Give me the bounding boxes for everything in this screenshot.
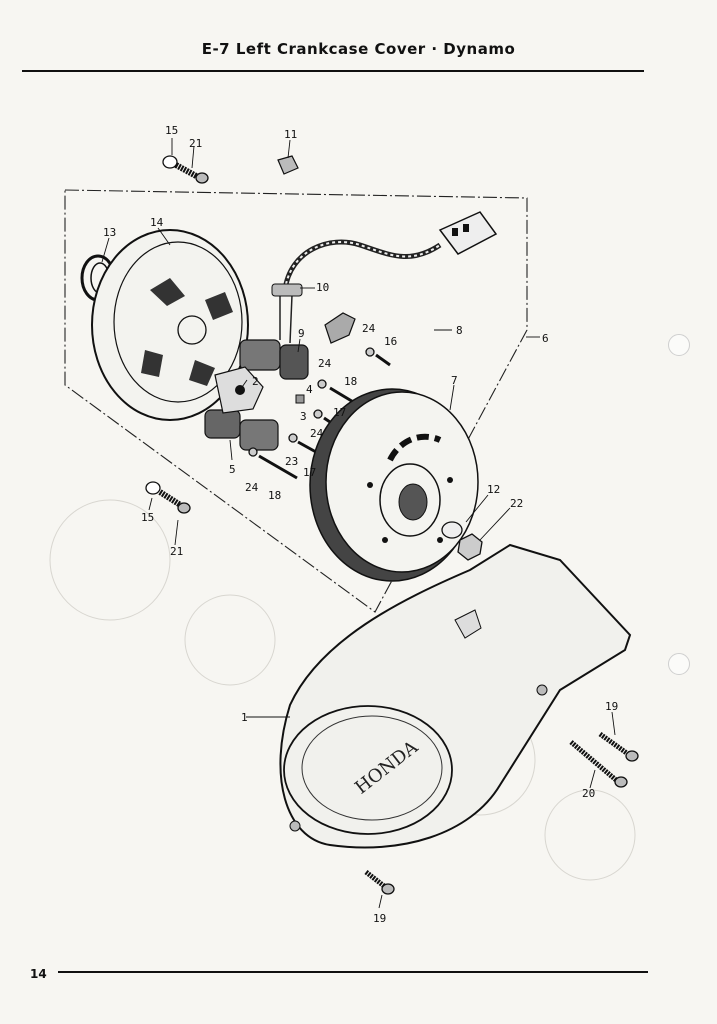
callout-14: 14 [150,216,164,229]
callout-20: 20 [582,787,595,800]
callout-22: 22 [510,497,523,510]
callout-24-a: 24 [362,322,376,335]
callout-12: 12 [487,483,500,496]
callout-24-b: 24 [318,357,332,370]
callout-19-bottom: 19 [373,912,386,925]
callout-10: 10 [316,281,329,294]
callout-15-left: 15 [141,511,154,524]
binder-hole-bottom [668,653,690,675]
page-title: E-7 Left Crankcase Cover · Dynamo [201,40,516,58]
callout-21-top: 21 [189,137,202,150]
leader-lines [101,138,616,909]
callout-24-c: 24 [310,427,324,440]
callout-5: 5 [229,463,236,476]
binder-hole-top [668,334,690,356]
coil-assembly [204,339,309,451]
callout-17-lower: 17 [303,466,316,479]
cover-screw-left [145,481,191,514]
callout-labels: 1 2 3 4 5 6 7 8 9 10 11 12 13 14 15 15 1… [103,124,618,925]
clip-part [277,155,299,175]
page-number: 14 [30,967,47,981]
callout-11: 11 [284,128,297,141]
callout-23: 23 [285,455,298,468]
callout-9: 9 [298,327,305,340]
footer-rule [58,971,648,973]
nut-part [457,533,483,561]
washer-part [441,521,463,539]
callout-7: 7 [451,374,458,387]
stator-base-plate [91,229,249,421]
callout-17-upper: 17 [333,406,346,419]
callout-16: 16 [384,335,397,348]
callout-8: 8 [456,324,463,337]
callout-18-lower: 18 [268,489,281,502]
cover-screw-top [162,155,209,184]
callout-6: 6 [542,332,549,345]
crankcase-cover: HONDA [279,543,632,849]
felt-part [295,394,305,404]
callout-2: 2 [252,375,259,388]
wiring-harness [271,211,498,344]
cover-screws-right [364,731,639,895]
callout-24-d: 24 [245,481,259,494]
callout-3: 3 [300,410,307,423]
callout-13: 13 [103,226,116,239]
callout-1: 1 [241,711,248,724]
breaker-cam-part [324,312,356,344]
callout-19-right: 19 [605,700,618,713]
callout-4: 4 [306,383,313,396]
callout-15-top: 15 [165,124,178,137]
rotor-flywheel [309,388,479,582]
callout-21-left: 21 [170,545,183,558]
callout-18-upper: 18 [344,375,357,388]
header-rule [22,70,644,72]
